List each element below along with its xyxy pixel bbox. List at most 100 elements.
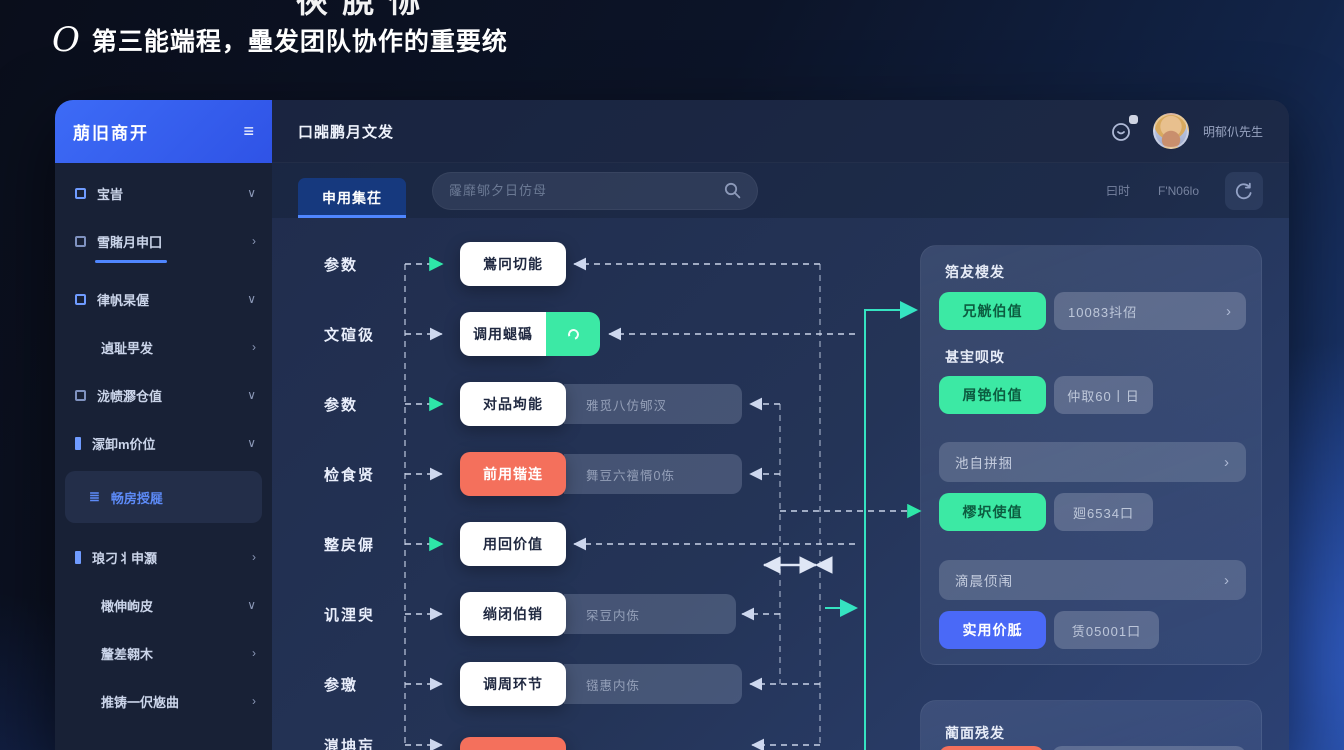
chevron-right-icon: ›: [252, 550, 256, 564]
panel-green-button[interactable]: 兄觥伯值: [939, 292, 1046, 330]
status-left: 曰时: [1106, 184, 1131, 198]
flow-node-alert[interactable]: 洪昱琚蚀: [460, 737, 566, 750]
flow-node[interactable]: 绱闭伯销: [460, 592, 566, 636]
page-headline: O 第三能端程，壘发团队协作的重要统: [52, 20, 508, 60]
flag-icon: [75, 550, 81, 564]
top-bar: 口嘂鹏月文发 明郁仈先生: [272, 100, 1289, 163]
notification-icon[interactable]: [1105, 114, 1139, 148]
chevron-right-icon: ›: [252, 646, 256, 660]
status-text-group: 曰时 F'N06lo: [1106, 182, 1199, 199]
sidebar-item-label: 泷帻㶀仓值: [97, 388, 163, 404]
main-area: 口嘂鹏月文发 明郁仈先生 申用集茌: [272, 100, 1289, 750]
page-title: 口嘂鹏月文发: [298, 123, 395, 141]
list-icon: ≣: [89, 489, 100, 504]
search-input[interactable]: [449, 183, 716, 198]
panel-wide-row[interactable]: 池自拼捆 ›: [939, 442, 1246, 482]
hamburger-menu-icon[interactable]: ≡: [243, 121, 254, 141]
flow-node-detail: 镪惠内㑈: [564, 664, 742, 704]
flow-node[interactable]: 对品坸能: [460, 382, 566, 426]
flow-label: 整戻偋: [324, 537, 376, 554]
flow-label: 检食贤: [324, 467, 376, 484]
tab-active[interactable]: 申用集茌: [298, 178, 406, 218]
panel-icon: [75, 187, 86, 199]
side-panel-card-2: 蔺面残发: [920, 700, 1262, 750]
sidebar-item-8[interactable]: 橄伸岣皮 ∨: [55, 581, 272, 629]
topbar-actions: 明郁仈先生: [1105, 113, 1263, 149]
sidebar-item-5[interactable]: 溕卸m价位 ∨: [55, 419, 272, 467]
panel-value-pill: 廻6534口: [1054, 493, 1153, 531]
search-bar[interactable]: [432, 171, 758, 210]
panel-value-pill: 赁05001口: [1054, 611, 1159, 649]
flow-node-detail: 舞豆六䄠㥠0㑈: [564, 454, 742, 494]
chevron-down-icon: ∨: [247, 388, 256, 402]
username-label[interactable]: 明郁仈先生: [1202, 124, 1263, 139]
flow-node[interactable]: 用回价值: [460, 522, 566, 566]
status-right: F'N06lo: [1158, 183, 1199, 198]
sidebar-item-label: 橄伸岣皮: [101, 598, 154, 614]
panel-green-button[interactable]: 樛㘮使值: [939, 493, 1046, 531]
flow-node-toggle[interactable]: [546, 312, 600, 356]
sidebar-item-6-selected[interactable]: ≣ 畅房授屣: [65, 471, 262, 523]
quote-mark-icon: O: [52, 20, 80, 60]
square-icon: [75, 389, 86, 401]
panel-green-button[interactable]: 屑铯伯值: [939, 376, 1046, 414]
panel-blue-button[interactable]: 实用价胝: [939, 611, 1046, 649]
flow-node-alert[interactable]: 前用锴连: [460, 452, 566, 496]
user-avatar[interactable]: [1152, 113, 1189, 149]
sidebar-item-label: 遉耻甼发: [101, 340, 154, 356]
sidebar-item-label: 琅刁丬申灏: [92, 550, 158, 566]
chevron-right-icon: ›: [252, 694, 256, 708]
sidebar-item-4[interactable]: 泷帻㶀仓值 ∨: [55, 371, 272, 419]
chevron-down-icon: ∨: [247, 186, 256, 200]
bell-circle-icon: [1112, 123, 1130, 141]
chevron-right-icon: ›: [1224, 453, 1230, 471]
sidebar-item-label: 律帆杲偓: [97, 292, 150, 308]
brand-logo: 萠旧商开: [73, 124, 149, 143]
panel-icon: [75, 293, 86, 305]
square-icon: [75, 235, 86, 247]
panel-value-pill: 仲取60丨日: [1054, 376, 1153, 414]
row-label: 池自拼捆: [955, 456, 1013, 471]
flow-node-detail: 雅觅八仿郇汊: [564, 384, 742, 424]
sidebar-item-2[interactable]: 律帆杲偓 ∨: [55, 275, 272, 323]
sidebar-item-3[interactable]: 遉耻甼发 ›: [55, 323, 272, 371]
sidebar-item-7[interactable]: 琅刁丬申灏 ›: [55, 533, 272, 581]
sidebar-item-0[interactable]: 宝旹 ∨: [55, 169, 272, 217]
panel-red-button[interactable]: [939, 746, 1044, 750]
chevron-down-icon: ∨: [247, 598, 256, 612]
sidebar: 萠旧商开 ≡ 宝旹 ∨ 雪賭月申囗 › 律帆杲偓 ∨ 遉耻甼发 ›: [55, 100, 272, 750]
sidebar-header: 萠旧商开 ≡: [55, 100, 272, 163]
sidebar-item-1[interactable]: 雪賭月申囗 ›: [55, 217, 272, 265]
refresh-button[interactable]: [1225, 171, 1263, 210]
chevron-down-icon: ∨: [247, 292, 256, 306]
chevron-right-icon: ›: [1224, 571, 1230, 589]
panel-value-pill[interactable]: 10083抖佋 ›: [1054, 292, 1246, 330]
flow-node-detail: 罙豆内㑈: [564, 594, 736, 634]
sidebar-item-label: 畅房授屣: [110, 490, 163, 506]
sidebar-item-10[interactable]: 推铸一伬㞀曲 ›: [55, 677, 272, 725]
flow-label: 文碹彶: [324, 327, 376, 344]
chevron-right-icon: ›: [252, 234, 256, 248]
loop-icon: [565, 326, 581, 342]
flow-canvas: 参数 鴬冋切能 文碹彶 调用螁䃣 参数 雅觅八仿郇汊 对品坸能 检食贤 舞豆六䄠…: [272, 218, 1289, 750]
panel-value-pill: [1052, 746, 1246, 750]
flow-node[interactable]: 鴬冋切能: [460, 242, 566, 286]
flow-label: 讥浬臾: [324, 607, 376, 624]
headline-text: 第三能端程，壘发团队协作的重要统: [91, 28, 508, 56]
toolbar: 申用集茌 曰时 F'N06lo: [272, 163, 1289, 218]
flow-node[interactable]: 调用螁䃣: [460, 312, 546, 356]
app-window: 萠旧商开 ≡ 宝旹 ∨ 雪賭月申囗 › 律帆杲偓 ∨ 遉耻甼发 ›: [55, 100, 1289, 750]
panel-section-title: 箔犮㮴发: [945, 264, 1005, 280]
panel-section-title: 甚宔呗攺: [945, 349, 1005, 365]
notification-badge: [1128, 115, 1138, 124]
flow-label: 参数: [324, 397, 359, 414]
sidebar-menu: 宝旹 ∨ 雪賭月申囗 › 律帆杲偓 ∨ 遉耻甼发 › 泷帻㶀仓值 ∨: [55, 163, 272, 725]
sidebar-item-9[interactable]: 釐差翱木 ›: [55, 629, 272, 677]
sidebar-item-label: 雪賭月申囗: [97, 234, 163, 250]
refresh-icon: [1235, 182, 1252, 199]
flow-node[interactable]: 调周环节: [460, 662, 566, 706]
flow-label: 参璬: [324, 677, 359, 694]
sidebar-item-label: 推铸一伬㞀曲: [101, 694, 180, 710]
sidebar-item-label: 釐差翱木: [101, 646, 154, 662]
panel-wide-row[interactable]: 滴晨㑔闱 ›: [939, 560, 1246, 600]
